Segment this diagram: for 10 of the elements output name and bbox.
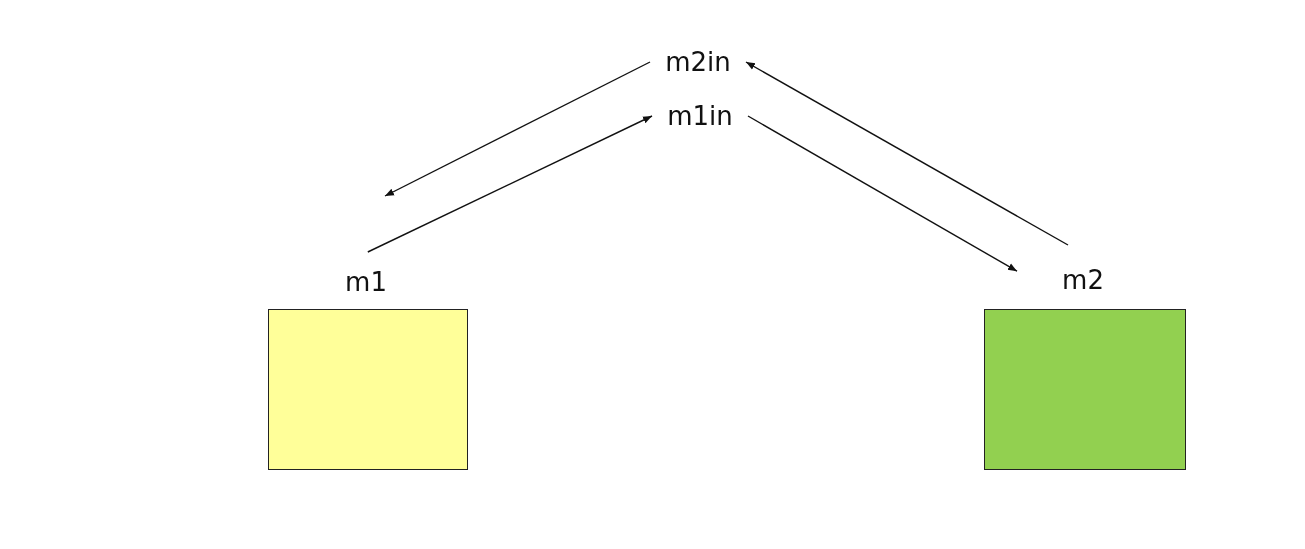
arrow [747, 115, 1018, 272]
signal-label: m1 [345, 266, 387, 299]
signal-label: m2in [665, 46, 731, 79]
filled-box [268, 309, 468, 470]
filled-box [984, 309, 1186, 470]
arrow [384, 61, 651, 197]
arrow [745, 61, 1069, 246]
signal-label: m2 [1062, 264, 1104, 297]
signal-label: m1in [667, 100, 733, 133]
arrow [367, 115, 653, 253]
